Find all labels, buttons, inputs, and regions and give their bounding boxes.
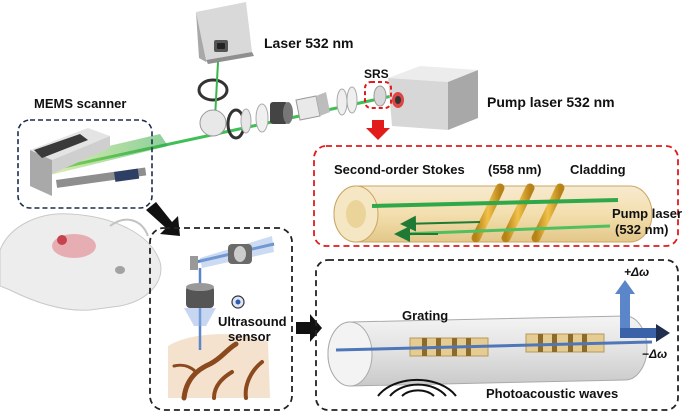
ultrasound-label-line1: Ultrasound (218, 314, 287, 329)
srs-label: SRS (364, 67, 389, 81)
frequency-axes-icon (615, 280, 670, 342)
mems-scanner-label: MEMS scanner (34, 96, 126, 111)
mems-dashed-box (17, 119, 153, 209)
pump-laser-fiber-label: Pump laser (612, 206, 682, 221)
ring-optic-icon (197, 78, 229, 102)
fiber-panel-red-box (313, 145, 679, 247)
beam-optics (199, 85, 387, 140)
grating-fiber-illustration (327, 315, 653, 397)
black-diagonal-arrow-icon (146, 202, 180, 236)
pump-laser-box (388, 66, 478, 130)
plus-delta-omega-label: +Δω (624, 265, 649, 279)
probe-illustration (168, 236, 275, 401)
mouse-head-illustration (0, 213, 162, 311)
srs-highlight-box (364, 81, 392, 109)
mems-scanner-device (30, 128, 147, 196)
second-order-stokes-label: Second-order Stokes (334, 162, 465, 177)
probe-dashed-box (149, 227, 293, 411)
beam-tube-left (40, 134, 168, 176)
pump-wavelength-label: (532 nm) (615, 222, 668, 237)
ultrasound-label-line2: sensor (228, 329, 271, 344)
fiber-cladding-illustration (333, 183, 653, 243)
stokes-wavelength-label: (558 nm) (488, 162, 541, 177)
pump-laser-532-label: Pump laser 532 nm (487, 94, 615, 110)
photoacoustic-waves-label: Photoacoustic waves (486, 386, 618, 401)
laser-532-label: Laser 532 nm (264, 35, 354, 51)
black-right-arrow-icon (296, 314, 322, 342)
red-down-arrow-icon (366, 120, 390, 140)
vertical-green-beam (214, 61, 219, 119)
minus-delta-omega-label: −Δω (642, 347, 667, 361)
top-laser-box (196, 2, 254, 64)
grating-label: Grating (402, 308, 448, 323)
cladding-label: Cladding (570, 162, 626, 177)
grating-dashed-box (315, 259, 679, 411)
